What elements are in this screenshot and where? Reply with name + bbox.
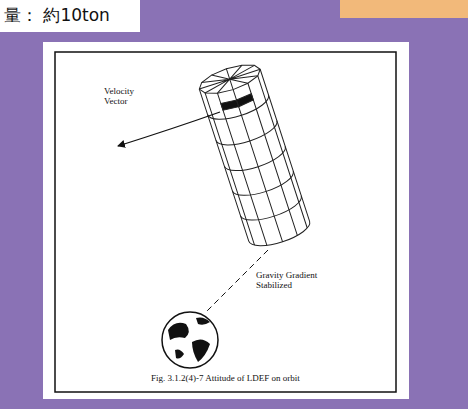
earth-globe [162, 312, 218, 368]
velocity-label: Velocity Vector [104, 86, 154, 107]
figure-frame [55, 52, 396, 392]
velocity-arrow [118, 112, 220, 146]
header-strip [0, 0, 140, 32]
orange-bar [340, 0, 468, 18]
white-panel [43, 42, 409, 399]
ldef-cylinder [196, 59, 313, 252]
gravity-label: Gravity Gradient Stabilized [256, 270, 320, 291]
weight-label: 量： 約10ton [4, 4, 110, 27]
figure-caption: Fig. 3.1.2(4)-7 Attitude of LDEF on orbi… [151, 373, 300, 383]
